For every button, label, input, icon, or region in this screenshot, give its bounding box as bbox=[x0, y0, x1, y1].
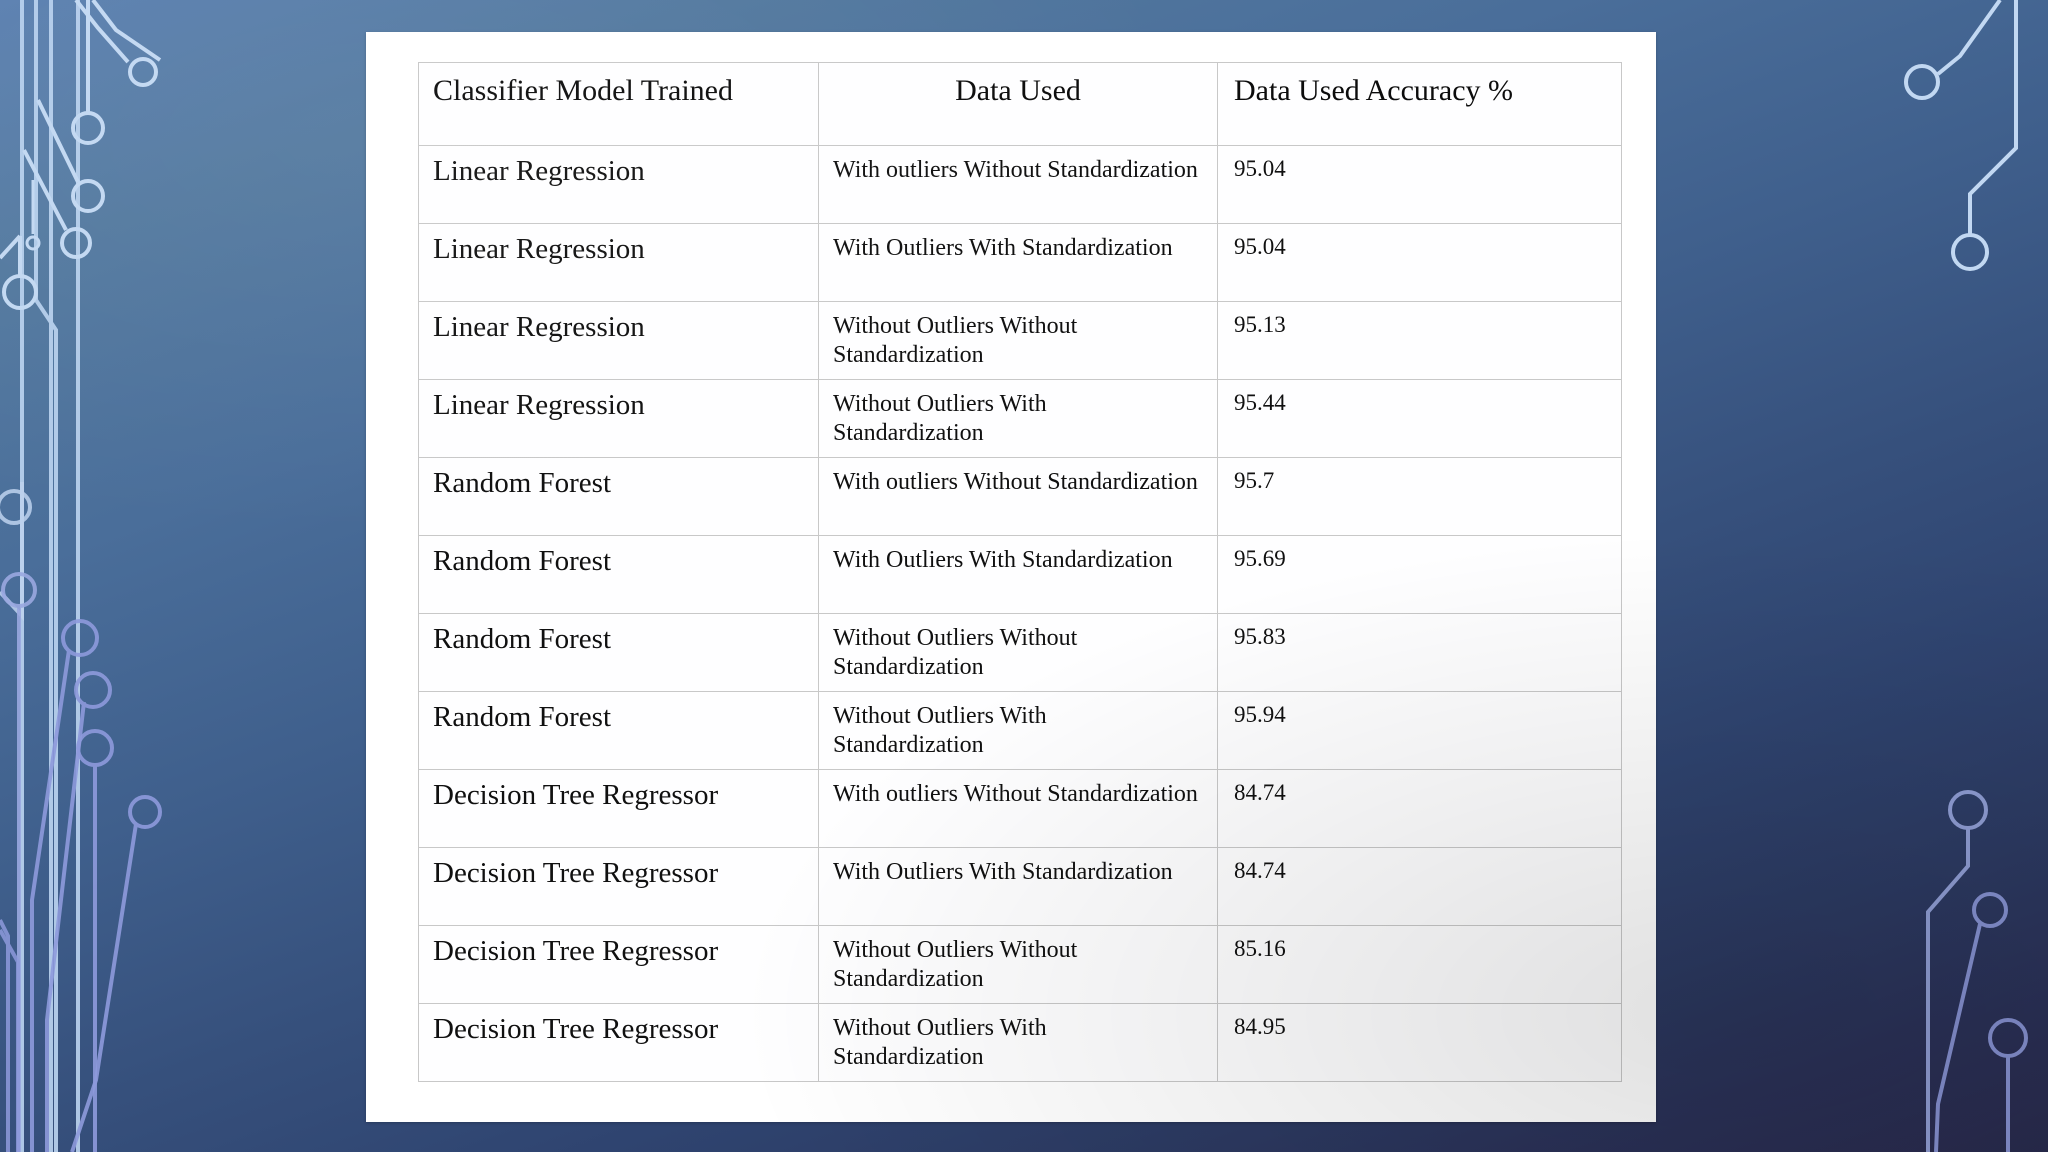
cell-data-used: Without Outliers With Standardization bbox=[818, 691, 1218, 770]
cell-accuracy: 84.74 bbox=[1217, 769, 1622, 848]
cell-data-used: With outliers Without Standardization bbox=[818, 769, 1218, 848]
cell-data-used: With outliers Without Standardization bbox=[818, 145, 1218, 224]
circuit-decoration-right bbox=[1904, 0, 2028, 1152]
cell-accuracy: 84.74 bbox=[1217, 847, 1622, 926]
results-table-wrapper: Classifier Model Trained Data Used Data … bbox=[418, 62, 1622, 1082]
cell-data-used: Without Outliers With Standardization bbox=[818, 379, 1218, 458]
cell-model: Decision Tree Regressor bbox=[418, 1003, 819, 1082]
table-header: Classifier Model Trained Data Used Data … bbox=[418, 62, 1622, 146]
cell-accuracy: 95.69 bbox=[1217, 535, 1622, 614]
cell-model: Decision Tree Regressor bbox=[418, 925, 819, 1004]
cell-data-used: Without Outliers Without Standardization bbox=[818, 301, 1218, 380]
circuit-decoration-left bbox=[0, 0, 162, 1152]
cell-model: Linear Regression bbox=[418, 379, 819, 458]
cell-model: Random Forest bbox=[418, 535, 819, 614]
cell-data-used: With outliers Without Standardization bbox=[818, 457, 1218, 536]
cell-data-used: With Outliers With Standardization bbox=[818, 847, 1218, 926]
cell-model: Linear Regression bbox=[418, 145, 819, 224]
cell-model: Random Forest bbox=[418, 691, 819, 770]
cell-accuracy: 95.83 bbox=[1217, 613, 1622, 692]
cell-accuracy: 95.04 bbox=[1217, 223, 1622, 302]
model-accuracy-table: Classifier Model Trained Data Used Data … bbox=[418, 62, 1622, 1082]
cell-model: Linear Regression bbox=[418, 223, 819, 302]
cell-data-used: With Outliers With Standardization bbox=[818, 535, 1218, 614]
cell-accuracy: 95.7 bbox=[1217, 457, 1622, 536]
cell-accuracy: 95.13 bbox=[1217, 301, 1622, 380]
column-header-accuracy: Data Used Accuracy % bbox=[1217, 62, 1622, 146]
cell-accuracy: 84.95 bbox=[1217, 1003, 1622, 1082]
cell-data-used: Without Outliers With Standardization bbox=[818, 1003, 1218, 1082]
cell-accuracy: 95.94 bbox=[1217, 691, 1622, 770]
cell-accuracy: 85.16 bbox=[1217, 925, 1622, 1004]
cell-model: Random Forest bbox=[418, 613, 819, 692]
column-header-data-used: Data Used bbox=[818, 62, 1218, 146]
cell-model: Linear Regression bbox=[418, 301, 819, 380]
cell-data-used: Without Outliers Without Standardization bbox=[818, 925, 1218, 1004]
content-card: Classifier Model Trained Data Used Data … bbox=[366, 32, 1656, 1122]
cell-model: Decision Tree Regressor bbox=[418, 769, 819, 848]
cell-data-used: Without Outliers Without Standardization bbox=[818, 613, 1218, 692]
cell-model: Decision Tree Regressor bbox=[418, 847, 819, 926]
column-header-model: Classifier Model Trained bbox=[418, 62, 819, 146]
cell-data-used: With Outliers With Standardization bbox=[818, 223, 1218, 302]
cell-accuracy: 95.44 bbox=[1217, 379, 1622, 458]
cell-accuracy: 95.04 bbox=[1217, 145, 1622, 224]
cell-model: Random Forest bbox=[418, 457, 819, 536]
table-header-row: Classifier Model Trained Data Used Data … bbox=[418, 62, 1622, 146]
